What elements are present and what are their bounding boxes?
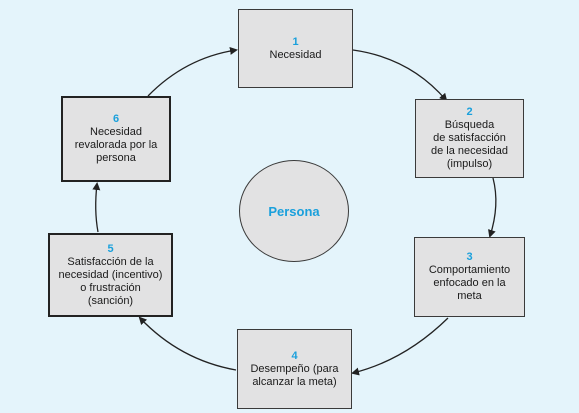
step-2-label: Búsqueda de satisfacción de la necesidad… [430, 119, 509, 170]
step-6-number: 6 [112, 113, 120, 125]
step-3-number: 3 [466, 251, 473, 263]
step-2-box: 2 Búsqueda de satisfacción de la necesid… [415, 99, 524, 178]
step-1-number: 1 [292, 35, 299, 48]
step-4-number: 4 [291, 349, 298, 362]
step-1-box: 1 Necesidad [238, 9, 353, 88]
arrow-4-to-5 [138, 316, 237, 371]
arrow-5-to-6 [92, 182, 101, 233]
step-2-number: 2 [466, 106, 473, 118]
step-3-label: Comportamiento enfocado en la meta [428, 264, 511, 302]
arrow-2-to-3 [488, 177, 497, 238]
arrow-6-to-1 [147, 46, 238, 97]
step-5-label: Satisfacción de la necesidad (incentivo)… [58, 255, 163, 307]
step-5-number: 5 [107, 242, 114, 255]
arrow-3-to-4 [351, 317, 449, 376]
step-5-box: 5 Satisfacción de la necesidad (incentiv… [48, 233, 173, 317]
center-label: Persona [268, 203, 320, 219]
step-1-label: Necesidad [269, 48, 322, 61]
step-4-box: 4 Desempeño (para alcanzar la meta) [237, 329, 352, 409]
step-3-box: 3 Comportamiento enfocado en la meta [414, 237, 525, 317]
arrow-1-to-2 [352, 49, 448, 102]
step-4-label: Desempeño (para alcanzar la meta) [250, 362, 339, 388]
center-person-circle: Persona [239, 160, 349, 262]
step-6-box: 6 Necesidad revalorada por la persona [61, 96, 171, 182]
step-6-label: Necesidad revalorada por la persona [74, 126, 158, 164]
